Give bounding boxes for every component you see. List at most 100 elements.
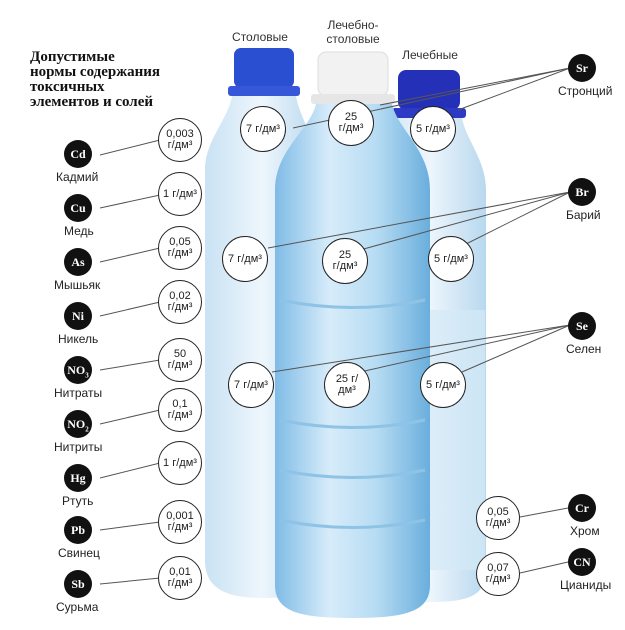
element-badge-cr: Cr xyxy=(568,494,596,522)
element-name-ni: Никель xyxy=(58,332,99,346)
element-symbol: NO2 xyxy=(67,416,89,433)
value-text: 0,003 xyxy=(166,128,194,140)
bottle-label-medical-table: Лечебно- столовые xyxy=(315,18,391,46)
value-unit: г/дм³ xyxy=(332,260,358,272)
element-name-cd: Кадмий xyxy=(56,170,99,184)
element-badge-cu: Cu xyxy=(64,194,92,222)
element-name-cu: Медь xyxy=(64,224,94,238)
bottle-label-text: Лечебные xyxy=(402,48,458,62)
value-text: 25 xyxy=(344,111,358,123)
element-symbol: Cr xyxy=(575,500,589,515)
title-line: Допустимые xyxy=(30,49,115,65)
element-badge-as: As xyxy=(64,248,92,276)
value-text: 7 г/дм³ xyxy=(228,252,262,265)
value-unit: г/дм³ xyxy=(167,359,193,371)
value-circle-sr-medical: 5 г/дм³ xyxy=(410,106,456,152)
value-text: 25 г/ xyxy=(335,373,359,385)
value-circle-se-table: 7 г/дм³ xyxy=(228,362,274,408)
bottle-middle xyxy=(275,51,430,618)
value-circle-sr-table: 7 г/дм³ xyxy=(240,106,286,152)
bottle-right-cap xyxy=(398,70,460,110)
element-name-no2: Нитриты xyxy=(54,440,103,454)
value-text: 0,001 xyxy=(166,510,194,522)
element-symbol: Br xyxy=(575,184,589,199)
title-line: токсичных xyxy=(30,79,105,95)
bottle-label-table: Столовые xyxy=(228,30,292,44)
element-name-hg: Ртуть xyxy=(62,494,94,508)
element-symbol: Se xyxy=(576,318,588,333)
value-unit: г/дм³ xyxy=(167,577,193,589)
value-text: 0,1 xyxy=(172,398,188,410)
value-unit: г/дм³ xyxy=(338,122,364,134)
value-text: 25 xyxy=(338,249,352,261)
element-symbol: Cu xyxy=(70,200,86,215)
value-text: 0,05 xyxy=(487,506,509,518)
element-name-cn: Цианиды xyxy=(560,578,612,592)
value-text: 7 г/дм³ xyxy=(234,378,268,391)
element-symbol: Sb xyxy=(71,576,85,591)
value-circle-br-medical: 5 г/дм³ xyxy=(428,236,474,282)
value-text: 1 г/дм³ xyxy=(163,456,197,469)
element-name-br: Барий xyxy=(566,208,601,222)
element-name-cr: Хром xyxy=(570,524,600,538)
value-circle-cu: 1 г/дм³ xyxy=(158,172,202,216)
element-badge-sb: Sb xyxy=(64,570,92,598)
value-text: 5 г/дм³ xyxy=(426,378,460,391)
value-circle-br-table: 7 г/дм³ xyxy=(222,236,268,282)
value-unit: г/дм³ xyxy=(167,521,193,533)
element-badge-no3: NO3 xyxy=(64,356,92,384)
bottle-label-text: Лечебно- xyxy=(327,18,379,32)
value-text: 0,05 xyxy=(169,236,191,248)
value-text: 0,02 xyxy=(169,290,191,302)
element-badge-no2: NO2 xyxy=(64,410,92,438)
element-symbol: CN xyxy=(573,554,591,569)
value-text: 5 г/дм³ xyxy=(434,252,468,265)
element-symbol: As xyxy=(71,254,85,269)
value-circle-se-medical-table: 25 г/дм³ xyxy=(324,362,370,408)
element-name-as: Мышьяк xyxy=(54,278,101,292)
element-badge-ni: Ni xyxy=(64,302,92,330)
value-text: 50 xyxy=(173,348,187,360)
title-line: нормы содержания xyxy=(30,64,161,80)
bottle-label-medical: Лечебные xyxy=(398,48,462,62)
value-text: 0,01 xyxy=(169,566,191,578)
element-symbol: Sr xyxy=(576,60,588,75)
element-badge-se: Se xyxy=(568,312,596,340)
value-text: 0,07 xyxy=(487,562,509,574)
element-symbol: Ni xyxy=(72,308,84,323)
page-title: Допустимые нормы содержания токсичных эл… xyxy=(30,50,220,110)
element-symbol: Hg xyxy=(70,470,86,485)
value-text: 5 г/дм³ xyxy=(416,122,450,135)
value-unit: дм³ xyxy=(338,384,356,396)
value-unit: г/дм³ xyxy=(485,573,511,585)
element-symbol: NO3 xyxy=(67,362,89,379)
element-badge-sr: Sr xyxy=(568,54,596,82)
element-name-pb: Свинец xyxy=(58,546,100,560)
value-text: 1 г/дм³ xyxy=(163,187,197,200)
element-badge-pb: Pb xyxy=(64,516,92,544)
bottle-label-text: столовые xyxy=(326,32,380,46)
value-text: 7 г/дм³ xyxy=(246,122,280,135)
bottle-label-text: Столовые xyxy=(232,30,288,44)
element-name-sb: Сурьма xyxy=(56,600,99,614)
bottle-left-cap xyxy=(234,48,294,88)
element-symbol: Cd xyxy=(70,146,86,161)
bottle-middle-cap xyxy=(317,51,389,97)
value-unit: г/дм³ xyxy=(167,409,193,421)
element-badge-br: Br xyxy=(568,178,596,206)
element-badge-hg: Hg xyxy=(64,464,92,492)
value-unit: г/дм³ xyxy=(167,247,193,259)
element-name-se: Селен xyxy=(566,342,602,356)
